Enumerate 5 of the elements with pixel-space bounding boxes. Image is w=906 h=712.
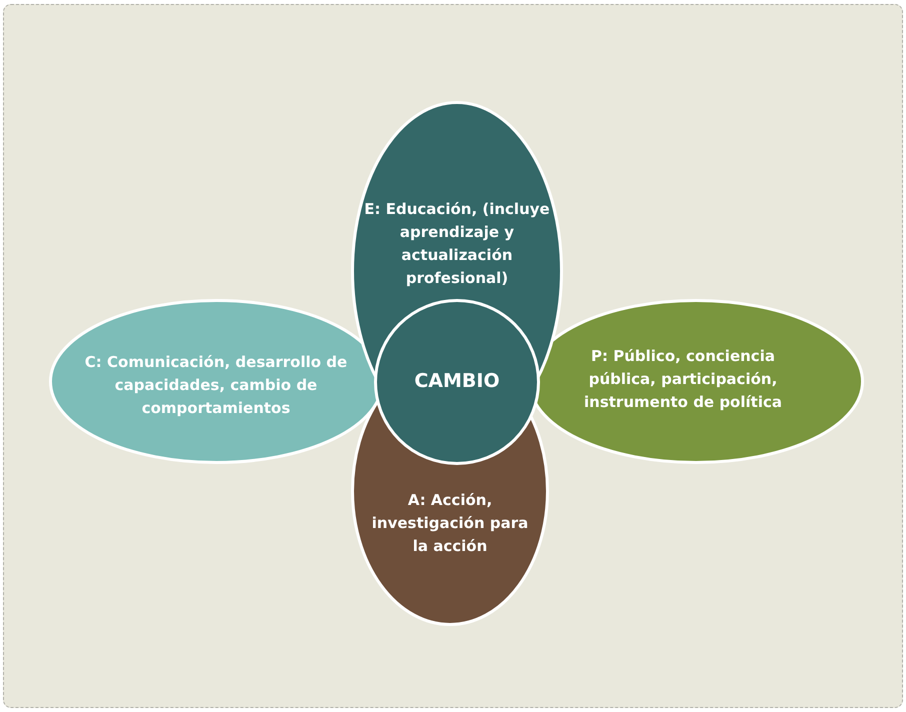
oval-label: E: Educación, (incluye aprendizaje y actualización profesional) [363, 199, 551, 289]
oval-label: C: Comunicación, desarrollo de capacidades, cambio de comportamientos [84, 352, 348, 419]
center-label: CAMBIO [413, 370, 501, 393]
oval-label: A: Acción, investigación para la acción [370, 490, 530, 557]
oval-label: P: Público, conciencia pública, participación, instrumento de política [583, 346, 783, 413]
